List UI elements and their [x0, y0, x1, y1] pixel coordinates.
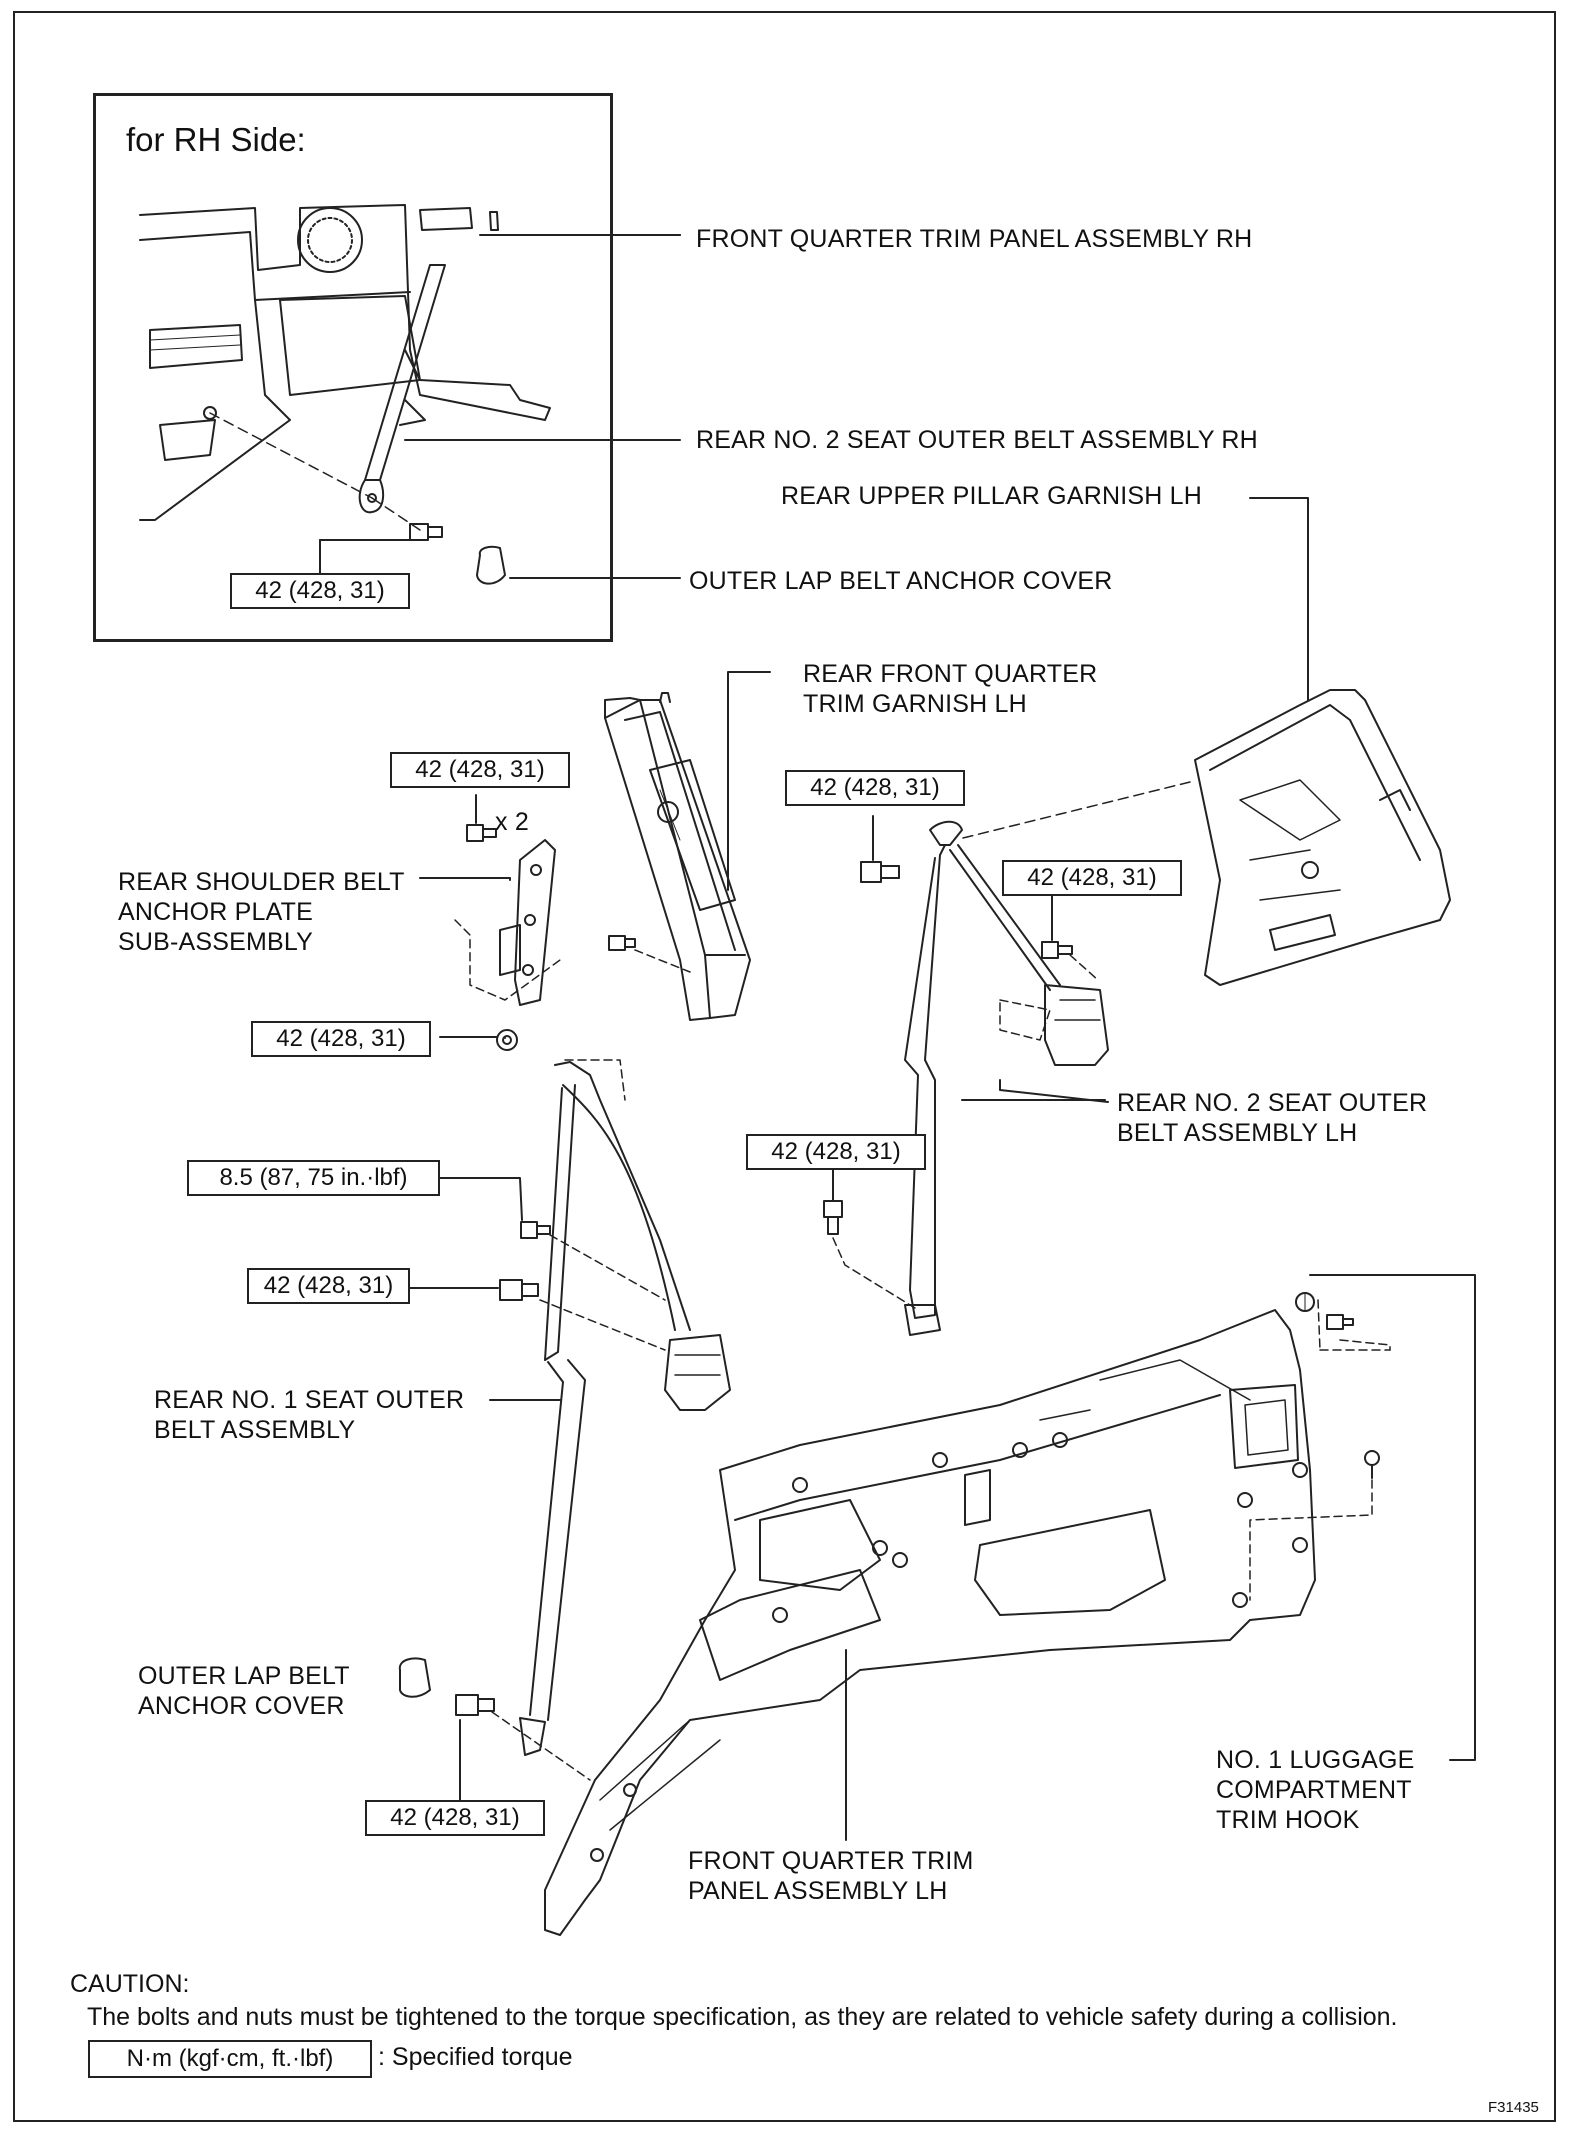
- torque-unit-legend-box: N·m (kgf·cm, ft.·lbf): [88, 2040, 372, 2078]
- figure-id: F31435: [1488, 2099, 1539, 2116]
- torque-box: 42 (428, 31): [365, 1800, 545, 1836]
- torque-box: 8.5 (87, 75 in.·lbf): [187, 1160, 440, 1196]
- caution-title: CAUTION:: [70, 1970, 190, 1998]
- garnish-clip: [608, 935, 636, 951]
- label-outer-lap-belt-anchor-cover-lh: OUTER LAP BELT ANCHOR COVER: [138, 1662, 350, 1720]
- label-rear-no2-seat-outer-belt-lh: REAR NO. 2 SEAT OUTER BELT ASSEMBLY LH: [1117, 1089, 1428, 1147]
- label-rear-front-quarter-trim-garnish-lh: REAR FRONT QUARTER TRIM GARNISH LH: [803, 660, 1098, 718]
- label-no1-luggage-compartment-trim-hook: NO. 1 LUGGAGE COMPARTMENT TRIM HOOK: [1216, 1746, 1415, 1834]
- page-frame: [13, 11, 1556, 2122]
- torque-legend-text: : Specified torque: [378, 2043, 573, 2071]
- no1-belt-drawing: [519, 1061, 731, 1756]
- trim-hook-fasteners: [1295, 1292, 1380, 1479]
- no2-lower-bolt: [823, 1200, 843, 1235]
- torque-box: 42 (428, 31): [230, 573, 410, 609]
- label-rear-shoulder-belt-anchor-plate: REAR SHOULDER BELT ANCHOR PLATE SUB-ASSE…: [118, 868, 405, 956]
- label-rear-upper-pillar-garnish-lh: REAR UPPER PILLAR GARNISH LH: [781, 482, 1202, 510]
- torque-box: 42 (428, 31): [746, 1134, 926, 1170]
- anchor-plate-drawing: [499, 839, 556, 1006]
- anchor-plate-bolt: [466, 824, 497, 842]
- lh-anchor-bolt: [455, 1694, 495, 1716]
- torque-box: 42 (428, 31): [390, 752, 570, 788]
- lh-anchor-cover-shape: [398, 1657, 431, 1698]
- garnish-drawing: [604, 692, 751, 1021]
- no2-belt-lh-drawing: [904, 820, 1109, 1336]
- upper-pillar-garnish-drawing: [1194, 689, 1451, 986]
- no1-guide-bolt: [520, 1221, 551, 1239]
- label-rear-no1-seat-outer-belt: REAR NO. 1 SEAT OUTER BELT ASSEMBLY: [154, 1386, 465, 1444]
- label-outer-lap-belt-anchor-cover-rh: OUTER LAP BELT ANCHOR COVER: [689, 567, 1113, 595]
- label-front-quarter-trim-panel-lh: FRONT QUARTER TRIM PANEL ASSEMBLY LH: [688, 1847, 974, 1905]
- rh-trim-panel-drawing: [139, 204, 551, 521]
- no2-retractor-bolt: [1041, 941, 1073, 959]
- rh-seat-belt-drawing: [358, 264, 446, 514]
- label-multiplier: x 2: [495, 808, 529, 836]
- caution-text: The bolts and nuts must be tightened to …: [87, 2003, 1398, 2031]
- torque-box: 42 (428, 31): [251, 1021, 431, 1057]
- torque-box: 42 (428, 31): [785, 770, 965, 806]
- lh-trim-panel-drawing: [544, 1309, 1316, 1936]
- label-front-quarter-trim-panel-rh: FRONT QUARTER TRIM PANEL ASSEMBLY RH: [696, 225, 1253, 253]
- no2-upper-bolt: [860, 861, 900, 883]
- no1-retractor-bolt: [499, 1279, 539, 1301]
- torque-box: 42 (428, 31): [1002, 860, 1182, 896]
- rh-anchor-cover-shape: [476, 545, 506, 585]
- no1-upper-nut: [496, 1029, 518, 1051]
- torque-box: 42 (428, 31): [247, 1268, 410, 1304]
- rh-side-inset-box: [93, 93, 613, 642]
- inset-title: for RH Side:: [126, 121, 306, 158]
- label-rear-no2-seat-outer-belt-rh: REAR NO. 2 SEAT OUTER BELT ASSEMBLY RH: [696, 426, 1258, 454]
